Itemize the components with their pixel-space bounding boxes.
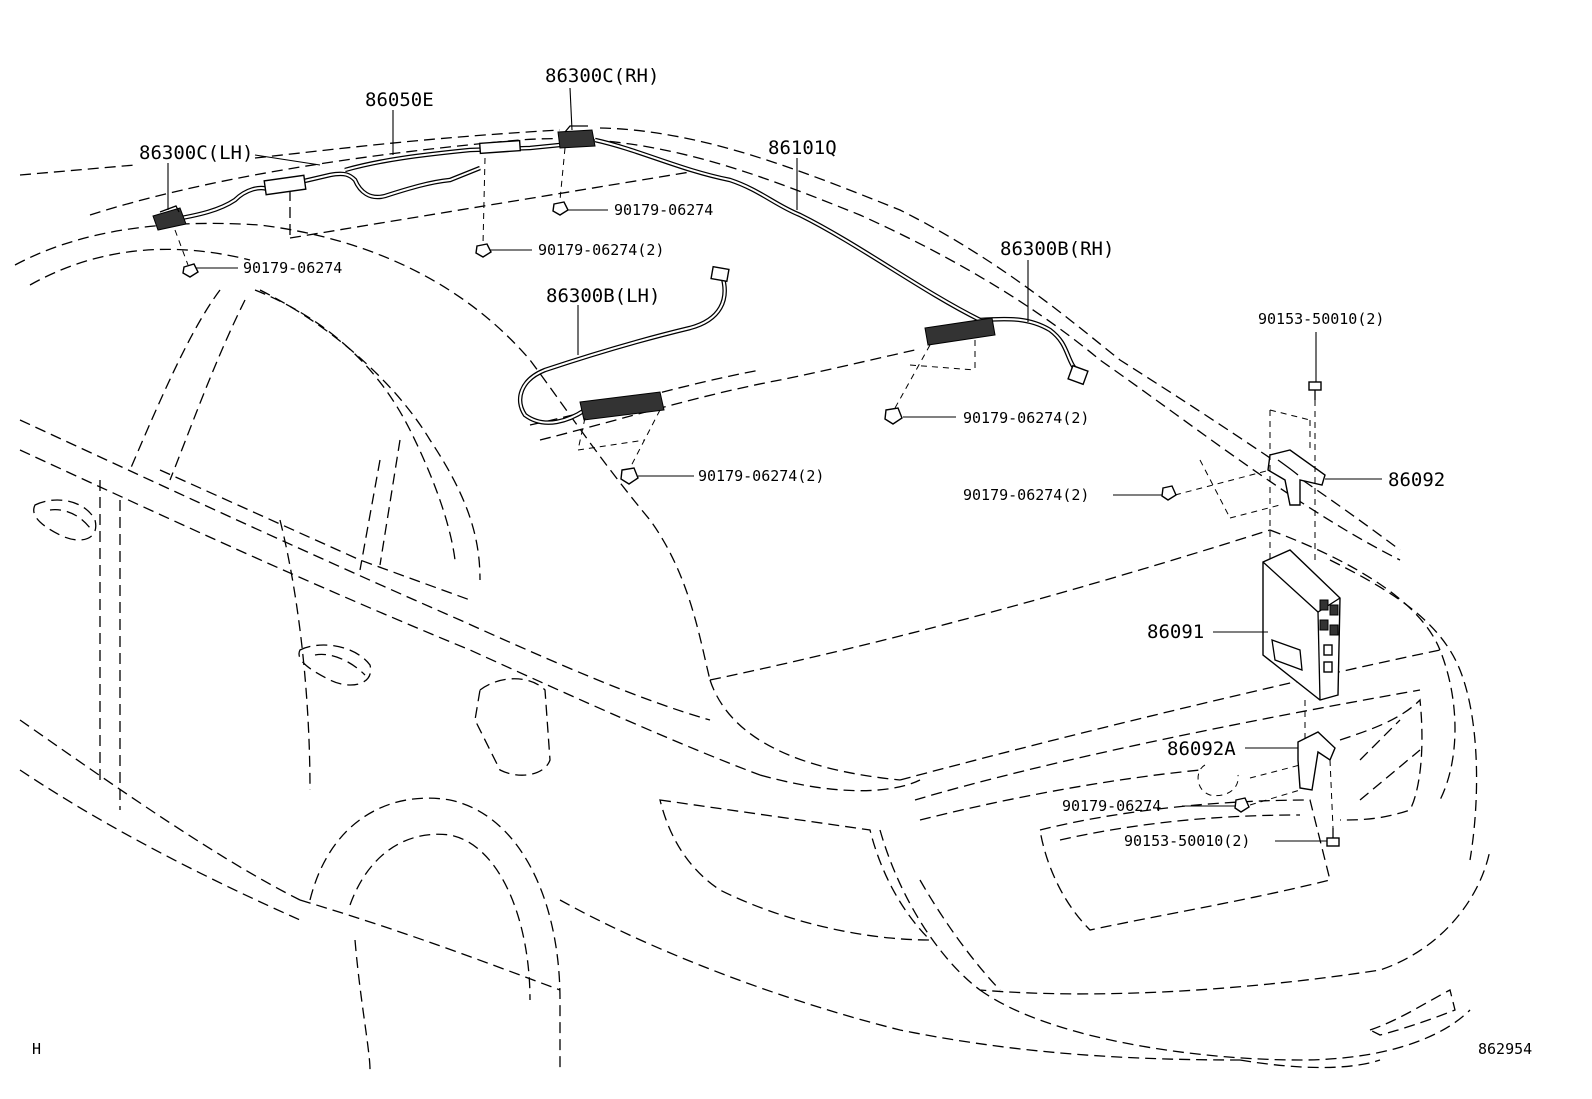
- bracket-86092a: [1297, 731, 1336, 791]
- antenna-86300b-rh: [924, 316, 1089, 386]
- clip-b-lh-icon: [620, 467, 639, 485]
- leader-lines: [167, 87, 1382, 842]
- corner-code-left: H: [32, 1040, 41, 1058]
- diagram-number: 862954: [1478, 1040, 1532, 1058]
- cable-connector-box: [263, 174, 307, 196]
- label-86300b-lh: 86300B(LH): [546, 285, 660, 307]
- label-86091: 86091: [1147, 621, 1204, 643]
- part-labels: 86300C(RH) 86300C(LH) 86050E 86101Q 8630…: [32, 65, 1532, 1058]
- label-86101q: 86101Q: [768, 137, 837, 159]
- label-bolt-top: 90153-50010(2): [1258, 310, 1384, 328]
- clip-b-rh-icon: [884, 407, 903, 425]
- assembly-lines: [174, 147, 1334, 829]
- label-86300c-rh: 86300C(RH): [545, 65, 659, 87]
- antenna-86300c-lh: [152, 205, 187, 231]
- label-86092: 86092: [1388, 469, 1445, 491]
- label-86050e: 86050E: [365, 89, 434, 111]
- label-clip-cable: 90179-06274(2): [538, 241, 664, 259]
- clip-cable-icon: [475, 243, 492, 258]
- label-clip-c-rh: 90179-06274: [614, 201, 713, 219]
- label-clip-bracket-a: 90179-06274: [1062, 797, 1161, 815]
- label-clip-c-lh: 90179-06274: [243, 259, 342, 277]
- label-86300c-lh: 86300C(LH): [139, 142, 253, 164]
- clip-bracket-a-icon: [1234, 797, 1250, 813]
- clip-c-lh-icon: [182, 263, 199, 278]
- label-bolt-bottom: 90153-50010(2): [1124, 832, 1250, 850]
- bracket-86092: [1267, 449, 1326, 506]
- label-clip-bracket: 90179-06274(2): [963, 486, 1089, 504]
- roof-cable-86050e: [169, 139, 561, 223]
- clip-bracket-icon: [1161, 485, 1177, 501]
- unit-86091: [1262, 549, 1341, 701]
- antenna-86300c-rh: [557, 125, 596, 149]
- bolt-top-icon: [1308, 381, 1322, 400]
- cable-connector-box: [478, 139, 522, 155]
- label-86092a: 86092A: [1167, 738, 1236, 760]
- antenna-86300b-lh: [517, 265, 730, 425]
- clip-c-rh-icon: [552, 201, 569, 216]
- bolt-bottom-icon: [1326, 828, 1340, 847]
- bolts: [1308, 381, 1340, 847]
- label-clip-b-rh: 90179-06274(2): [963, 409, 1089, 427]
- clips: [182, 201, 1250, 813]
- label-86300b-rh: 86300B(RH): [1000, 238, 1114, 260]
- roof-cable-86101q: [594, 137, 982, 323]
- label-clip-b-lh: 90179-06274(2): [698, 467, 824, 485]
